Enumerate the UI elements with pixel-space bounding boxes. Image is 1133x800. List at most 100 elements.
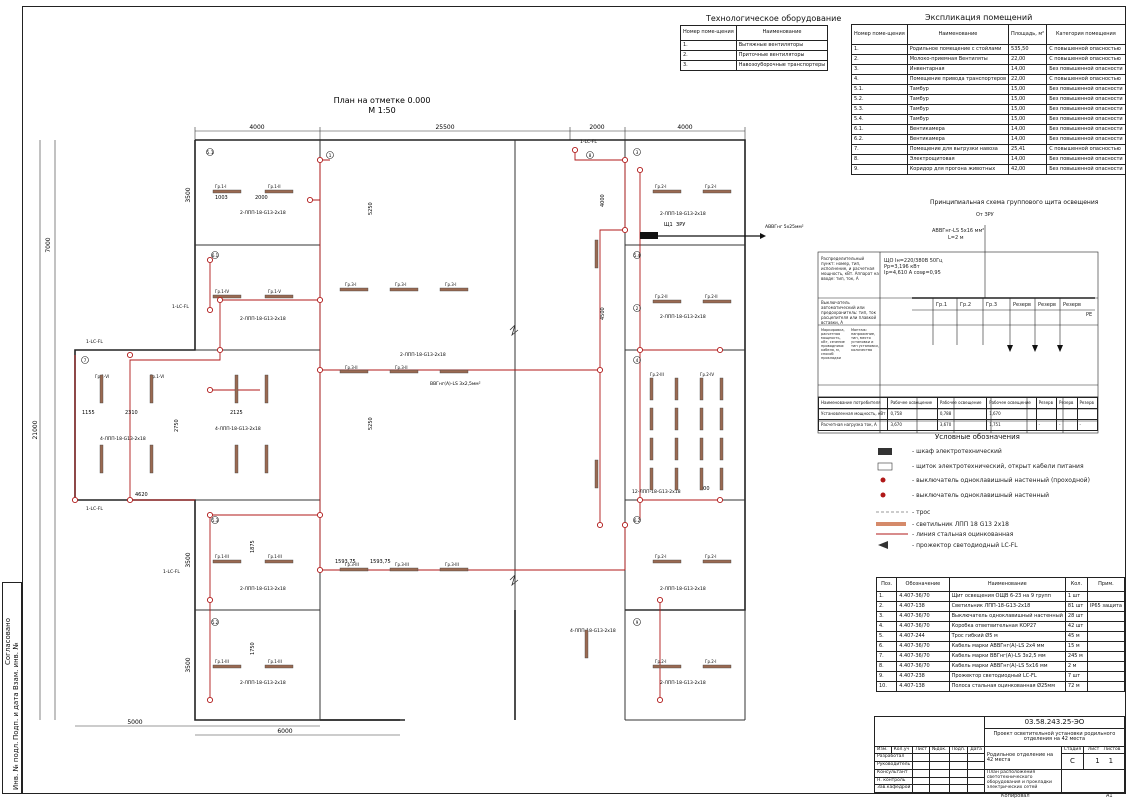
spec-cell: 3. bbox=[875, 611, 898, 622]
spec-col-qty: Кол. bbox=[1064, 577, 1088, 592]
spec-cell: 7. bbox=[875, 651, 898, 662]
spec-cell bbox=[1086, 591, 1126, 602]
light-fixture bbox=[699, 407, 704, 431]
spec-cell: 4.407-36/70 bbox=[896, 651, 950, 662]
rooms-cell: Без повышенной опасности bbox=[1046, 114, 1126, 125]
legend-item: - щиток электротехнический, открыт кабел… bbox=[912, 463, 1084, 470]
panel-label-zru: ЗРУ bbox=[676, 222, 685, 228]
dim-left-4: 3500 bbox=[185, 552, 192, 567]
cable-note-9: 2-ЛПП-18-G13-2х18 bbox=[240, 680, 286, 686]
rooms-cell: Коридор для прогона животных bbox=[906, 164, 1010, 175]
schematic-footer-cell bbox=[1076, 408, 1098, 420]
room-marker-5-2: 5.2 bbox=[212, 620, 219, 625]
dim-inner-6: 4620 bbox=[135, 492, 148, 498]
switch-point bbox=[206, 696, 214, 704]
fixture-label-12: Гр.3-III bbox=[345, 562, 359, 567]
legend-item: - линия стальная оцинкованная bbox=[912, 531, 1014, 538]
title-col-date: Дата bbox=[967, 745, 985, 755]
cable-note-18: 1-LC-FL bbox=[163, 569, 180, 575]
spec-cell bbox=[1086, 641, 1126, 652]
light-fixture bbox=[212, 664, 242, 669]
switch-point bbox=[656, 696, 664, 704]
fixture-label-9: Гр.3-I bbox=[445, 282, 456, 287]
light-fixtures bbox=[99, 189, 732, 669]
light-fixture bbox=[149, 374, 154, 404]
spec-cell: 2. bbox=[875, 601, 898, 612]
light-fixture bbox=[702, 559, 732, 564]
title-block-sheets: 1 bbox=[1108, 756, 1114, 765]
spec-cell: Кабель марки АВВГнг(А)-LS 5х16 мм bbox=[948, 661, 1066, 672]
switch-point bbox=[621, 226, 629, 234]
schematic-reserve-1: Резерв bbox=[1013, 302, 1031, 308]
fixture-label-6: Гр.1-VI bbox=[150, 374, 164, 379]
title-role-1: Разработал bbox=[873, 753, 914, 763]
dim-left-1: 7000 bbox=[45, 237, 52, 252]
light-fixture bbox=[699, 437, 704, 461]
light-fixture bbox=[702, 189, 732, 194]
title-block: 03.58.243.25-ЭО Проект осветительной уст… bbox=[873, 715, 1126, 794]
cable-note-7: 12-ЛПП-18-G13-2х18 bbox=[632, 489, 681, 495]
schematic-title: Принципиальная схема группового щита осв… bbox=[930, 199, 1099, 206]
format-label: А1 bbox=[1106, 793, 1113, 799]
cable-note-13: 2-ЛПП-18-G13-2х18 bbox=[660, 586, 706, 592]
spec-cell bbox=[1086, 611, 1126, 622]
room-marker-4: 4 bbox=[636, 358, 639, 363]
rooms-cell: Без повышенной опасности bbox=[1046, 134, 1126, 145]
switch-point bbox=[636, 496, 644, 504]
light-fixture bbox=[652, 559, 682, 564]
light-fixture bbox=[149, 444, 154, 474]
light-fixture bbox=[719, 377, 724, 401]
room-markers: 5.1 1 6.1 5.3 5.2 5.4 6.2 9 3 8 4 7 2 bbox=[81, 148, 641, 626]
switch-point bbox=[316, 156, 324, 164]
schematic-footer-cell: 1,751 bbox=[986, 419, 1037, 431]
room-marker-6-1: 6.1 bbox=[212, 253, 219, 258]
switch-point bbox=[206, 511, 214, 519]
rooms-cell: 15,00 bbox=[1008, 84, 1048, 95]
fixture-label-4: Гр.1-V bbox=[268, 289, 281, 294]
spec-cell: 10. bbox=[875, 681, 898, 692]
rooms-cell: Без повышенной опасности bbox=[1046, 164, 1126, 175]
dim-top-1: 4000 bbox=[249, 124, 264, 131]
fixture-label-22: Гр.1-III bbox=[268, 554, 282, 559]
rooms-cell: 15,00 bbox=[1008, 104, 1048, 115]
schematic-footer-cell: - bbox=[1035, 419, 1058, 431]
rooms-cell: С повышенной опасностью bbox=[1046, 44, 1126, 55]
switch-point bbox=[316, 296, 324, 304]
rooms-cell: С повышенной опасностью bbox=[1046, 74, 1126, 85]
schematic-footer-cell: Расчетная нагрузка ток, А bbox=[817, 419, 889, 431]
title-role-4: Н. контроль bbox=[873, 776, 914, 786]
light-fixture bbox=[719, 407, 724, 431]
cable-note-14: 2-ЛПП-18-G13-2х18 bbox=[660, 680, 706, 686]
light-fixture bbox=[674, 437, 679, 461]
schematic-arrows bbox=[1007, 345, 1063, 352]
top-dimension-line bbox=[194, 127, 746, 140]
title-block-stage-label: Стадия bbox=[1060, 745, 1085, 755]
light-fixture bbox=[339, 287, 369, 292]
fixture-label-25: Гр.2-I bbox=[655, 554, 666, 559]
equipment-row-3-num: 3. bbox=[680, 60, 737, 71]
legend-item: - прожектор светодиодный LC-FL bbox=[912, 542, 1018, 549]
switch-point bbox=[206, 256, 214, 264]
legend-item: - выключатель одноклавишный настенный bbox=[912, 492, 1050, 499]
schematic-footer-cell: Рабочее освещение bbox=[936, 397, 988, 409]
cable-note-3: 4-ЛПП-18-G13-2х18 bbox=[100, 436, 146, 442]
switch-point bbox=[316, 366, 324, 374]
panel-label: Щ1 bbox=[664, 222, 673, 228]
rooms-cell: Инвентарная bbox=[906, 64, 1010, 75]
rooms-cell: 15,00 bbox=[1008, 114, 1048, 125]
rooms-table-title: Экспликация помещений bbox=[925, 13, 1033, 22]
dim-bottom-1: 5000 bbox=[127, 719, 142, 726]
equipment-col-name: Наименование bbox=[735, 25, 829, 41]
schematic-footer-cell: 1,670 bbox=[986, 408, 1037, 420]
room-marker-3: 3 bbox=[636, 150, 639, 155]
title-col-list: Лист bbox=[912, 745, 930, 755]
light-fixture bbox=[339, 369, 369, 374]
rooms-cell: 25,41 bbox=[1008, 144, 1048, 155]
spec-cell: 72 м bbox=[1064, 681, 1088, 692]
dim-inner-1: 5250 bbox=[368, 202, 374, 215]
